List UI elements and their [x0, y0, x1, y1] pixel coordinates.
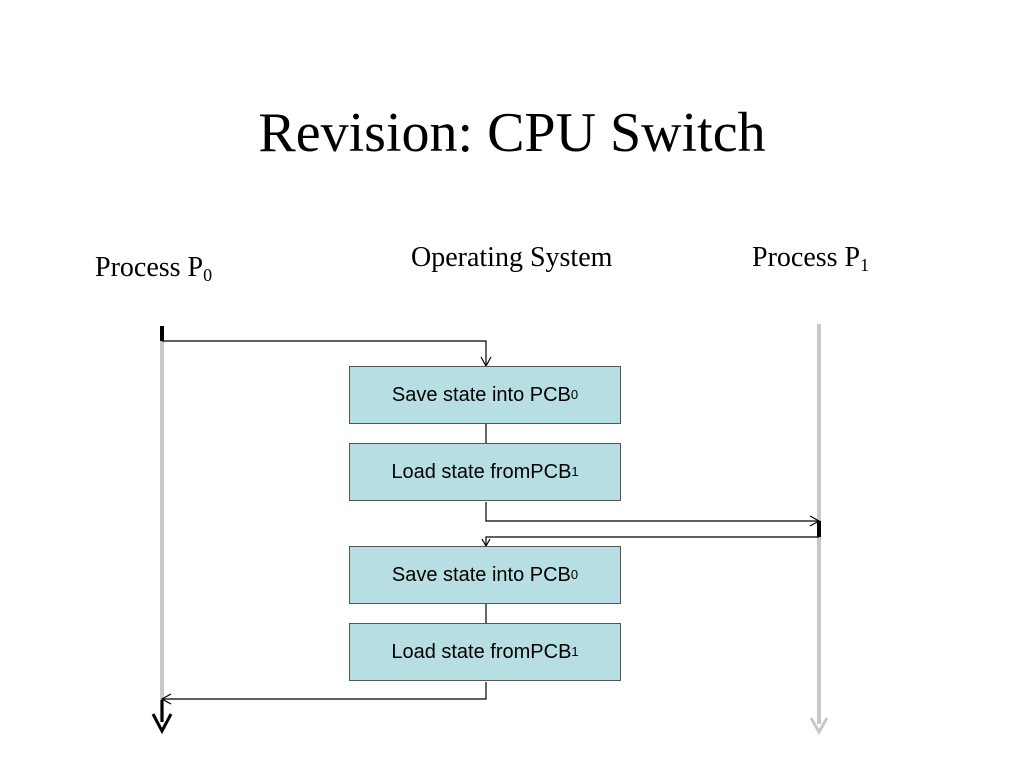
arrow-os-to-p0 [162, 682, 487, 700]
arrow-os-to-p0-head [160, 693, 172, 705]
slide-title: Revision: CPU Switch [258, 102, 766, 164]
step-text: Load state fromPCB [391, 640, 572, 663]
lane-label-text: Process P [752, 242, 861, 273]
p1-timeline-arrowhead [809, 717, 829, 736]
step-text: Save state into PCB [391, 563, 571, 586]
arrow-p0-to-os [162, 340, 487, 366]
lane-label-subscript: 0 [203, 265, 213, 285]
arrow-os-to-p1 [485, 502, 819, 522]
lane-label-operating-system: Operating System [411, 241, 612, 275]
arrow-p1-to-os [485, 536, 819, 546]
lane-label-text: Process P [95, 252, 204, 283]
lane-label-process-p1: Process P1 [752, 241, 869, 275]
step-text: Save state into PCB [391, 383, 571, 406]
lane-label-subscript: 1 [860, 255, 870, 275]
p0-timeline-arrowhead [151, 713, 173, 735]
lane-label-text: Operating System [411, 242, 613, 273]
lane-label-process-p0: Process P0 [95, 251, 212, 285]
arrow-os-to-p1-head [809, 515, 821, 527]
step-text: Load state fromPCB [391, 460, 572, 483]
